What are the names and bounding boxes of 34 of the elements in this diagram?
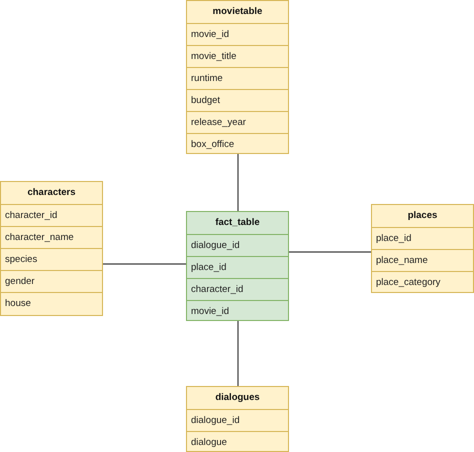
table-title: fact_table [214,216,261,230]
field-name: character_id [1,204,102,226]
field-name: release_year [187,111,288,133]
field-name: species [1,248,102,270]
table-title: movietable [212,5,264,19]
table-title: characters [26,186,77,200]
field-name: movie_id [187,23,288,45]
connector-line [237,321,239,386]
field-name: character_id [187,278,288,300]
table-title: dialogues [214,391,261,405]
table-title: places [406,209,438,223]
table-box [186,0,289,154]
field-name: place_id [372,227,473,249]
field-name: movie_id [187,300,288,322]
field-name: movie_title [187,45,288,67]
field-name: dialogue_id [187,234,288,256]
field-name: budget [187,89,288,111]
field-name: character_name [1,226,102,248]
field-name: place_category [372,271,473,293]
field-name: place_name [372,249,473,271]
table-box [186,386,289,452]
field-name: gender [1,270,102,292]
table-box [186,211,289,321]
field-name: house [1,292,102,314]
field-name: dialogue_id [187,409,288,431]
field-name: runtime [187,67,288,89]
field-name: dialogue [187,431,288,452]
connector-line [103,263,186,265]
table-box [371,204,474,293]
field-name: place_id [187,256,288,278]
field-name: box_office [187,133,288,155]
connector-line [289,251,371,253]
table-box [0,181,103,316]
connector-line [237,154,239,211]
